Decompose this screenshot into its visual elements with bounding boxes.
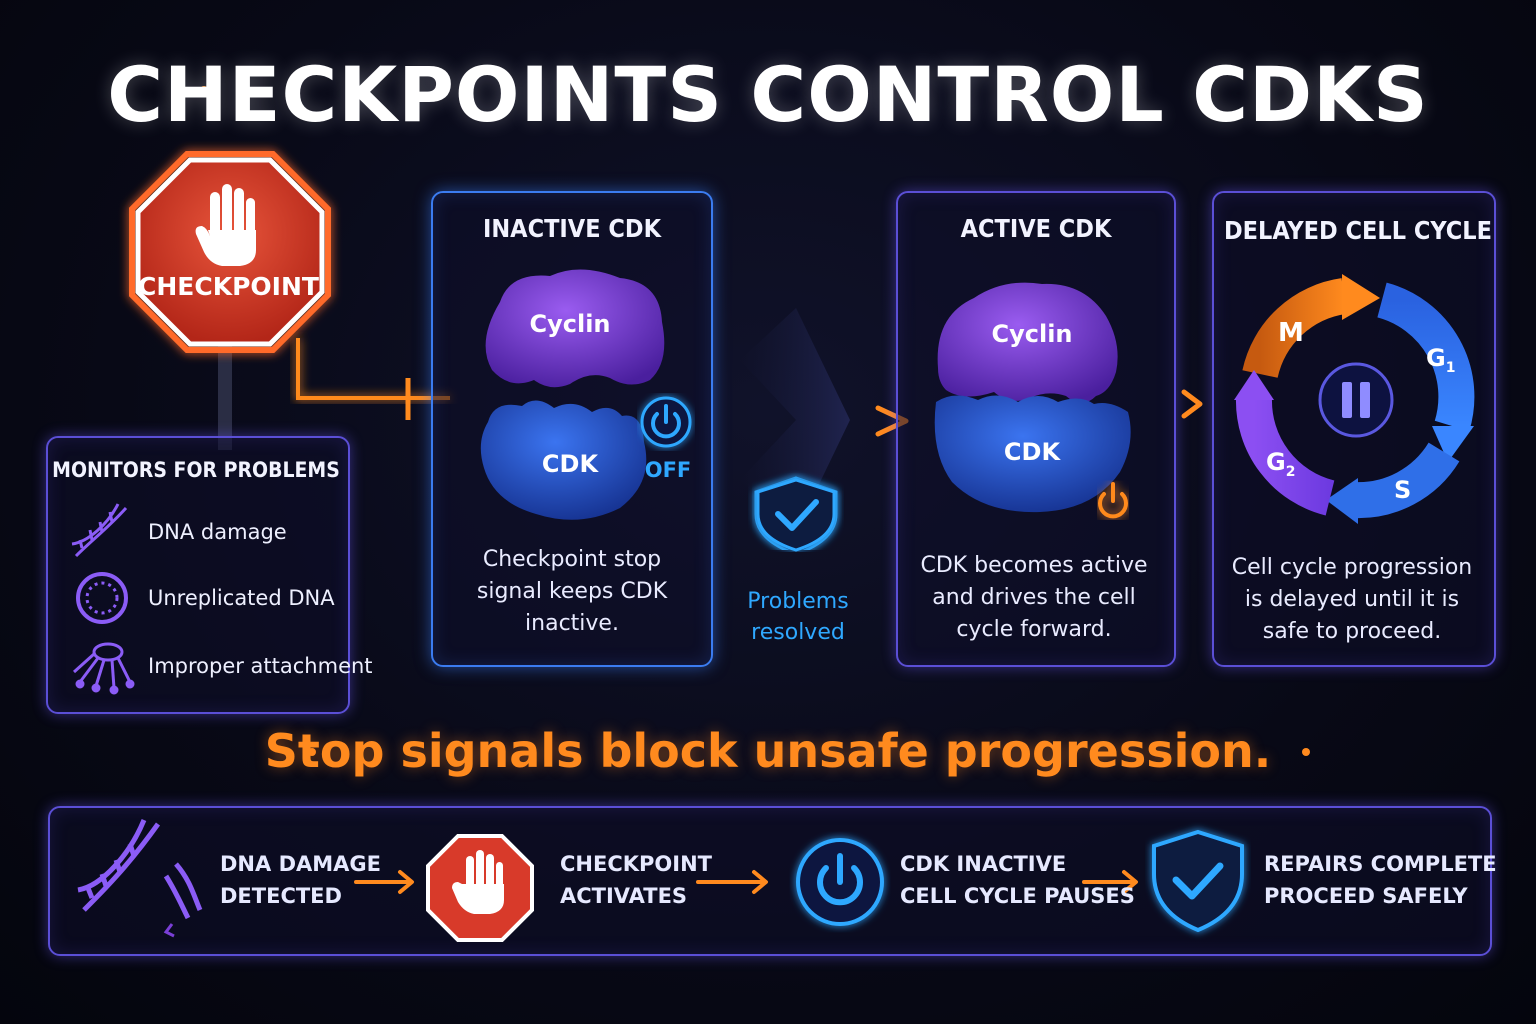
tagline-decor: [40, 748, 1496, 756]
checkpoint-label: CHECKPOINT: [138, 272, 319, 301]
resolved-shield-icon: [756, 478, 836, 552]
checkpoint-sign: [129, 151, 331, 450]
active-cdk-illustration: [934, 282, 1131, 519]
inactive-cdk-heading: INACTIVE CDK: [482, 214, 661, 243]
arrow-to-delayed: [1154, 389, 1203, 419]
phase-g1-arc: [1376, 282, 1475, 432]
dna-damage-icon: [77, 819, 203, 938]
phase-g2-label: G2: [1266, 448, 1296, 480]
tagline: Stop signals block unsafe progression.: [264, 724, 1272, 778]
phase-s-label: S: [1394, 476, 1412, 504]
phase-g1-label: G1: [1426, 344, 1456, 376]
power-icon: [796, 838, 884, 926]
power-on-icon: [1098, 482, 1128, 519]
summary-flow-icons: [77, 819, 1244, 942]
pause-icon: [1318, 362, 1394, 438]
phase-m-label: M: [1278, 318, 1304, 348]
monitor-item-unreplicated-dna: Unreplicated DNA: [148, 586, 335, 610]
phase-m-arc: [1242, 278, 1348, 379]
summary-flow-panel: [48, 806, 1492, 956]
hand-stop-icon: [195, 184, 256, 266]
cdk-shape: [934, 395, 1131, 513]
monitor-item-improper-attachment: Improper attachment: [148, 654, 373, 678]
active-cdk-heading: ACTIVE CDK: [960, 214, 1112, 243]
cyclin-shape: [937, 282, 1118, 403]
active-cdk-label: CDK: [1003, 438, 1061, 466]
title-decor: [60, 86, 1476, 94]
phase-s-arc: [1353, 442, 1460, 519]
power-off-icon: [640, 396, 692, 448]
cdk-shape: [480, 400, 647, 520]
inactive-cdk-illustration: [480, 269, 692, 520]
inhibition-connector: [296, 338, 450, 420]
cell-cycle-wheel: [1234, 274, 1475, 524]
dna-icon: [71, 503, 128, 558]
shield-check-icon: [1152, 829, 1244, 933]
delayed-cell-cycle-heading: DELAYED CELL CYCLE: [1223, 216, 1492, 245]
spindle-icon: [72, 642, 135, 695]
inactive-cyclin-label: Cyclin: [529, 310, 611, 338]
off-state-label: OFF: [644, 458, 692, 482]
monitors-heading: MONITORS FOR PROBLEMS: [52, 458, 340, 482]
phase-g2-arc: [1235, 397, 1335, 516]
cyclin-shape: [485, 269, 665, 388]
circular-dna-icon: [76, 572, 128, 624]
page-title: CHECKPOINTS CONTROL CDKS: [107, 50, 1429, 139]
monitor-item-dna-damage: DNA damage: [148, 520, 287, 544]
inactive-cdk-label: CDK: [541, 450, 599, 478]
active-cyclin-label: Cyclin: [991, 320, 1073, 348]
monitor-icons: [71, 503, 135, 695]
stop-sign-icon: [426, 834, 534, 942]
